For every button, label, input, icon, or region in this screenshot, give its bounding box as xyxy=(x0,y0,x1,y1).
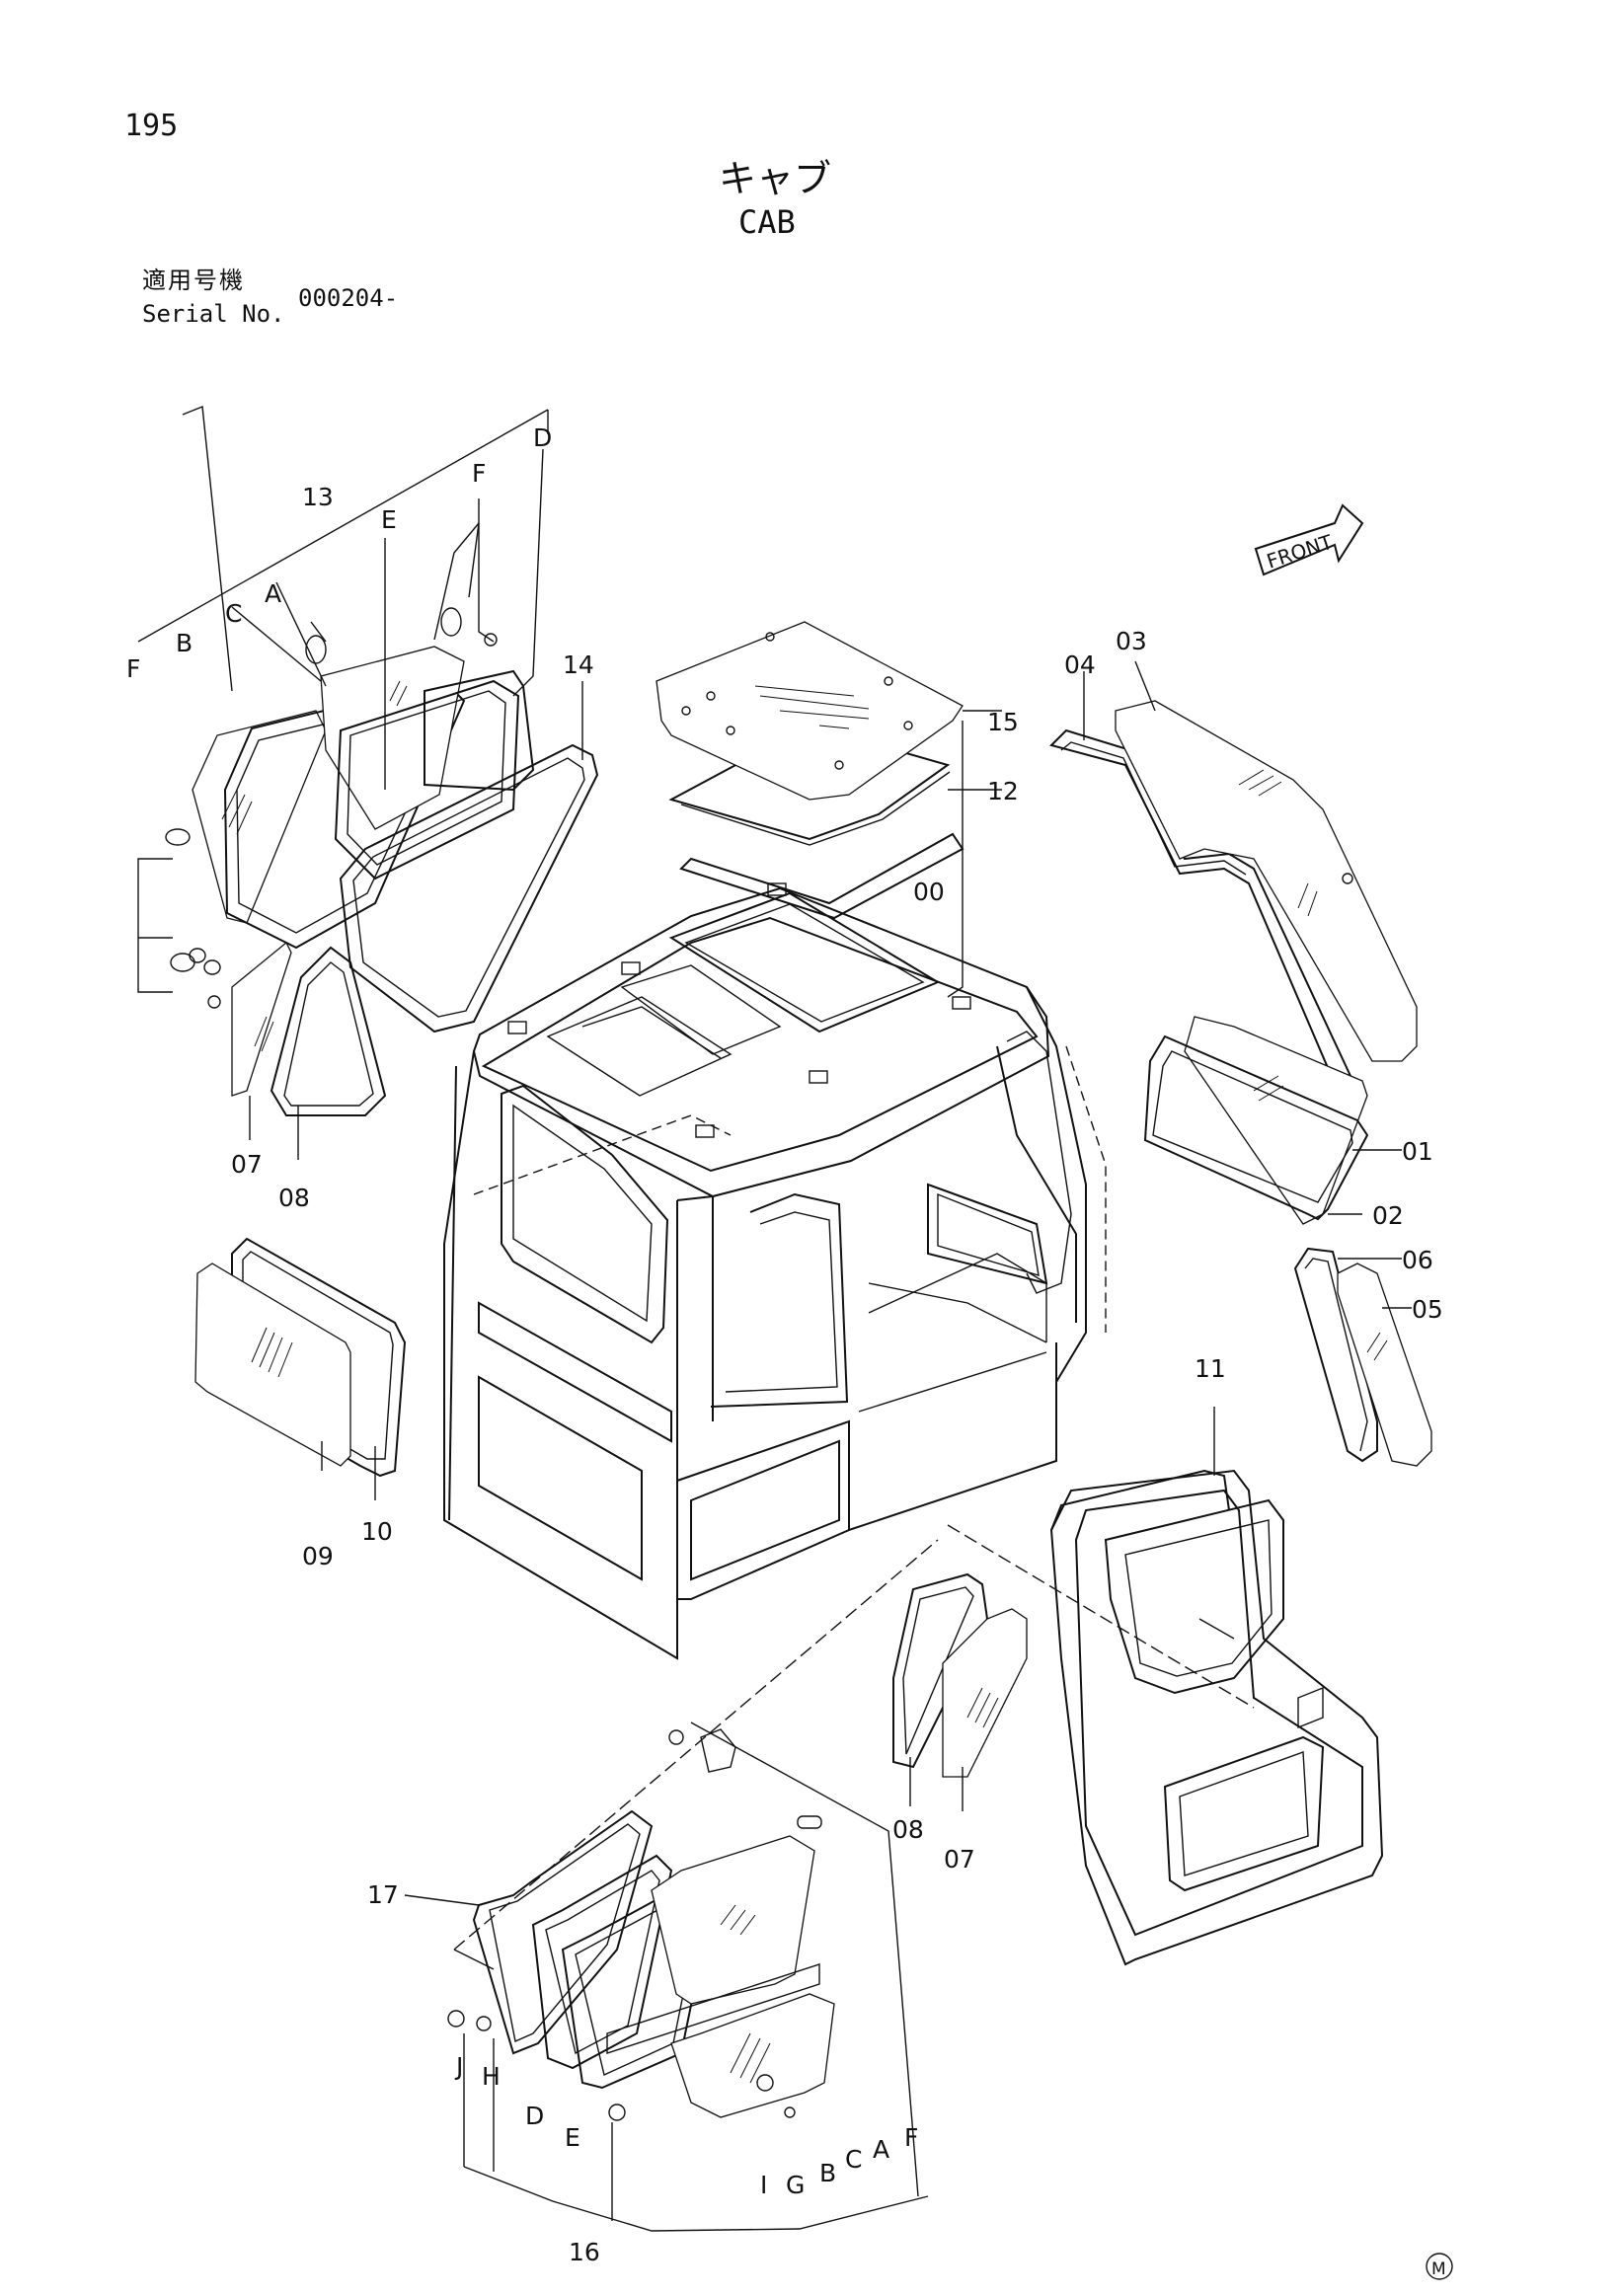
callout-01: 01 xyxy=(1402,1137,1433,1166)
left-sliding-window-assembly xyxy=(165,607,599,1116)
rear-window-assembly xyxy=(447,1539,939,2232)
right-side-window xyxy=(1143,1016,1369,1225)
left-lower-window xyxy=(194,1237,407,1478)
callout-14: 14 xyxy=(563,651,594,679)
letter-bottom-g: G xyxy=(786,2171,805,2199)
callout-10: 10 xyxy=(361,1517,393,1546)
callout-03: 03 xyxy=(1116,627,1147,655)
letter-bottom-j: J xyxy=(454,2052,463,2081)
front-label: FRONT xyxy=(1264,530,1336,574)
letter-top-c: C xyxy=(225,599,242,628)
letter-top-f-upper: F xyxy=(472,459,486,488)
page-title-japanese: キャブ xyxy=(719,157,832,200)
letter-bottom-e: E xyxy=(565,2123,580,2152)
leader-lines xyxy=(137,406,1412,1906)
letter-top-e: E xyxy=(381,505,397,534)
callout-08-lower: 08 xyxy=(892,1815,924,1844)
circled-m-mark: M xyxy=(1426,2253,1453,2280)
callout-15: 15 xyxy=(987,708,1019,736)
callout-05: 05 xyxy=(1412,1295,1443,1324)
callout-04: 04 xyxy=(1064,651,1096,679)
callout-17: 17 xyxy=(367,1880,399,1909)
serial-label-japanese: 適用号機 xyxy=(142,267,245,294)
mark-letter: M xyxy=(1431,2259,1446,2279)
letter-bottom-f: F xyxy=(904,2123,918,2152)
letter-top-f-lower: F xyxy=(126,654,140,683)
letter-top-b: B xyxy=(176,629,193,657)
callout-11: 11 xyxy=(1195,1354,1226,1383)
right-small-window xyxy=(1293,1247,1432,1467)
page-number: 195 xyxy=(124,109,179,143)
callout-00: 00 xyxy=(913,878,945,906)
letter-bottom-i: I xyxy=(760,2171,767,2199)
callout-13: 13 xyxy=(302,483,334,511)
letter-top-a: A xyxy=(265,579,281,608)
page-title: CAB xyxy=(738,203,796,241)
roof-window xyxy=(656,621,964,920)
callout-07-upper: 07 xyxy=(231,1150,263,1179)
callout-02: 02 xyxy=(1372,1201,1404,1230)
serial-label: Serial No. xyxy=(142,300,285,328)
letter-bottom-a: A xyxy=(873,2135,889,2164)
letter-top-d: D xyxy=(533,423,552,452)
letter-bottom-d: D xyxy=(525,2102,544,2130)
callout-08-upper: 08 xyxy=(278,1184,310,1212)
callout-09: 09 xyxy=(302,1542,334,1570)
front-arrow-icon: FRONT xyxy=(1254,503,1364,576)
callout-06: 06 xyxy=(1402,1246,1433,1274)
callout-16: 16 xyxy=(569,2238,600,2266)
serial-number-value: 000204- xyxy=(298,284,399,312)
callout-07-lower: 07 xyxy=(944,1845,975,1874)
letter-bottom-h: H xyxy=(482,2062,501,2091)
door-small-window xyxy=(892,1572,1028,1778)
cab-frame xyxy=(443,882,1107,1660)
callout-12: 12 xyxy=(987,777,1019,805)
cab-door xyxy=(947,1469,1384,1966)
letter-bottom-b: B xyxy=(819,2159,836,2187)
letter-bottom-c: C xyxy=(845,2145,862,2174)
